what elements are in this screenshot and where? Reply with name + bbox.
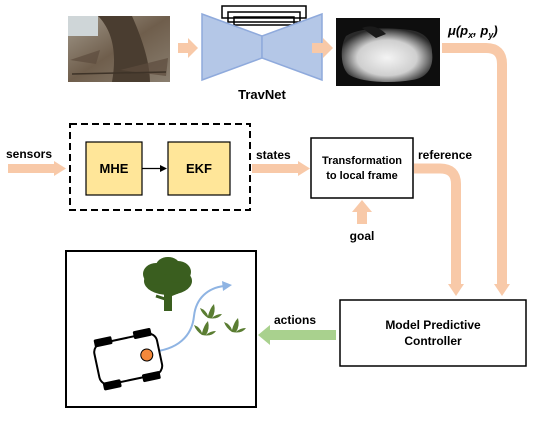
planned-path-icon (149, 281, 232, 353)
mpc-block (339, 299, 527, 367)
estimation-group-box (69, 123, 251, 211)
arrow-travnet-to-map (312, 38, 333, 58)
arrow-states-to-transform (252, 161, 310, 176)
transform-label-line2: to local frame (326, 170, 398, 182)
tree-icon (143, 257, 192, 311)
travnet-label: TravNet (238, 87, 286, 102)
arrow-mhe-to-ekf (142, 165, 167, 172)
traversability-map-icon (336, 18, 440, 86)
terrain-photo-icon (68, 16, 170, 82)
arrow-map-to-controller (442, 43, 510, 296)
travnet-network-icon (201, 5, 323, 82)
arrow-actions-to-robot (258, 325, 336, 345)
mpc-label-line1: Model Predictive (385, 318, 481, 332)
ekf-label: EKF (186, 161, 212, 176)
traversability-output-label: μ(px, py) (447, 23, 498, 40)
reference-label: reference (418, 148, 472, 162)
actions-label: actions (274, 313, 316, 327)
arrow-sensors-in (8, 161, 66, 176)
mhe-block (85, 141, 143, 196)
ekf-block (167, 141, 231, 196)
arrow-photo-to-travnet (178, 38, 198, 58)
sensors-label: sensors (6, 147, 52, 161)
transform-label-line1: Transformation (322, 155, 402, 167)
arrow-reference-to-controller (414, 163, 464, 296)
states-label: states (256, 148, 291, 162)
plant-icon (194, 304, 246, 336)
goal-label: goal (350, 229, 375, 243)
mhe-label: MHE (100, 161, 129, 176)
arrow-goal-up (352, 200, 372, 224)
robot-icon (93, 328, 164, 391)
mpc-label-line2: Controller (404, 334, 462, 348)
transform-block (310, 137, 414, 199)
